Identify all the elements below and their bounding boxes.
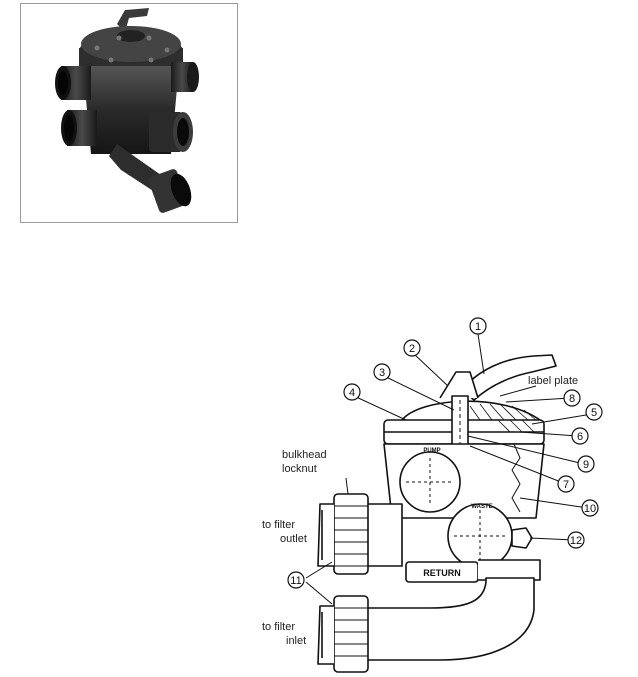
callout-8: 8 <box>569 393 575 405</box>
label-plate-text: label plate <box>528 375 578 387</box>
callout-12: 12 <box>570 535 582 547</box>
bulkhead-text: bulkhead <box>282 449 327 461</box>
side-fitting <box>511 527 533 549</box>
callout-6-circle <box>571 427 589 445</box>
outlet-text-1: to filter <box>262 519 295 531</box>
valve-photo <box>55 8 199 213</box>
callout-11: 11 <box>290 575 301 587</box>
inlet-text-2: inlet <box>286 635 306 647</box>
callout-10: 10 <box>584 503 596 515</box>
callout-12-circle <box>567 531 585 549</box>
waste-stamp: WASTE <box>471 504 492 510</box>
callout-9-circle <box>577 455 595 473</box>
callout-9: 9 <box>583 459 589 471</box>
callout-3: 3 <box>379 367 385 379</box>
callout-6: 6 <box>577 431 583 443</box>
callout-1: 1 <box>475 321 481 333</box>
callout-5-circle <box>585 403 603 421</box>
top-cover <box>439 371 479 399</box>
inlet-text-1: to filter <box>262 621 295 633</box>
inlet-pipe <box>360 577 535 661</box>
callout-8-circle <box>563 389 581 407</box>
locknut-text: locknut <box>282 463 317 475</box>
callout-3-circle <box>373 363 391 381</box>
callout-11-circle <box>287 571 305 589</box>
callout-2: 2 <box>409 343 415 355</box>
product-photo-frame <box>20 3 238 223</box>
callout-5: 5 <box>591 407 597 419</box>
pump-stamp: PUMP <box>423 448 440 454</box>
callout-4-circle <box>343 383 361 401</box>
callout-1-circle <box>469 317 487 335</box>
callout-10-circle <box>581 499 599 517</box>
handle-lever <box>461 354 557 401</box>
callout-7: 7 <box>563 479 569 491</box>
inlet-union <box>333 595 369 673</box>
return-stamp: RETURN <box>423 568 461 578</box>
callout-7-circle <box>557 475 575 493</box>
callout-2-circle <box>403 339 421 357</box>
callout-4: 4 <box>349 387 355 399</box>
outlet-text-2: outlet <box>280 533 307 545</box>
